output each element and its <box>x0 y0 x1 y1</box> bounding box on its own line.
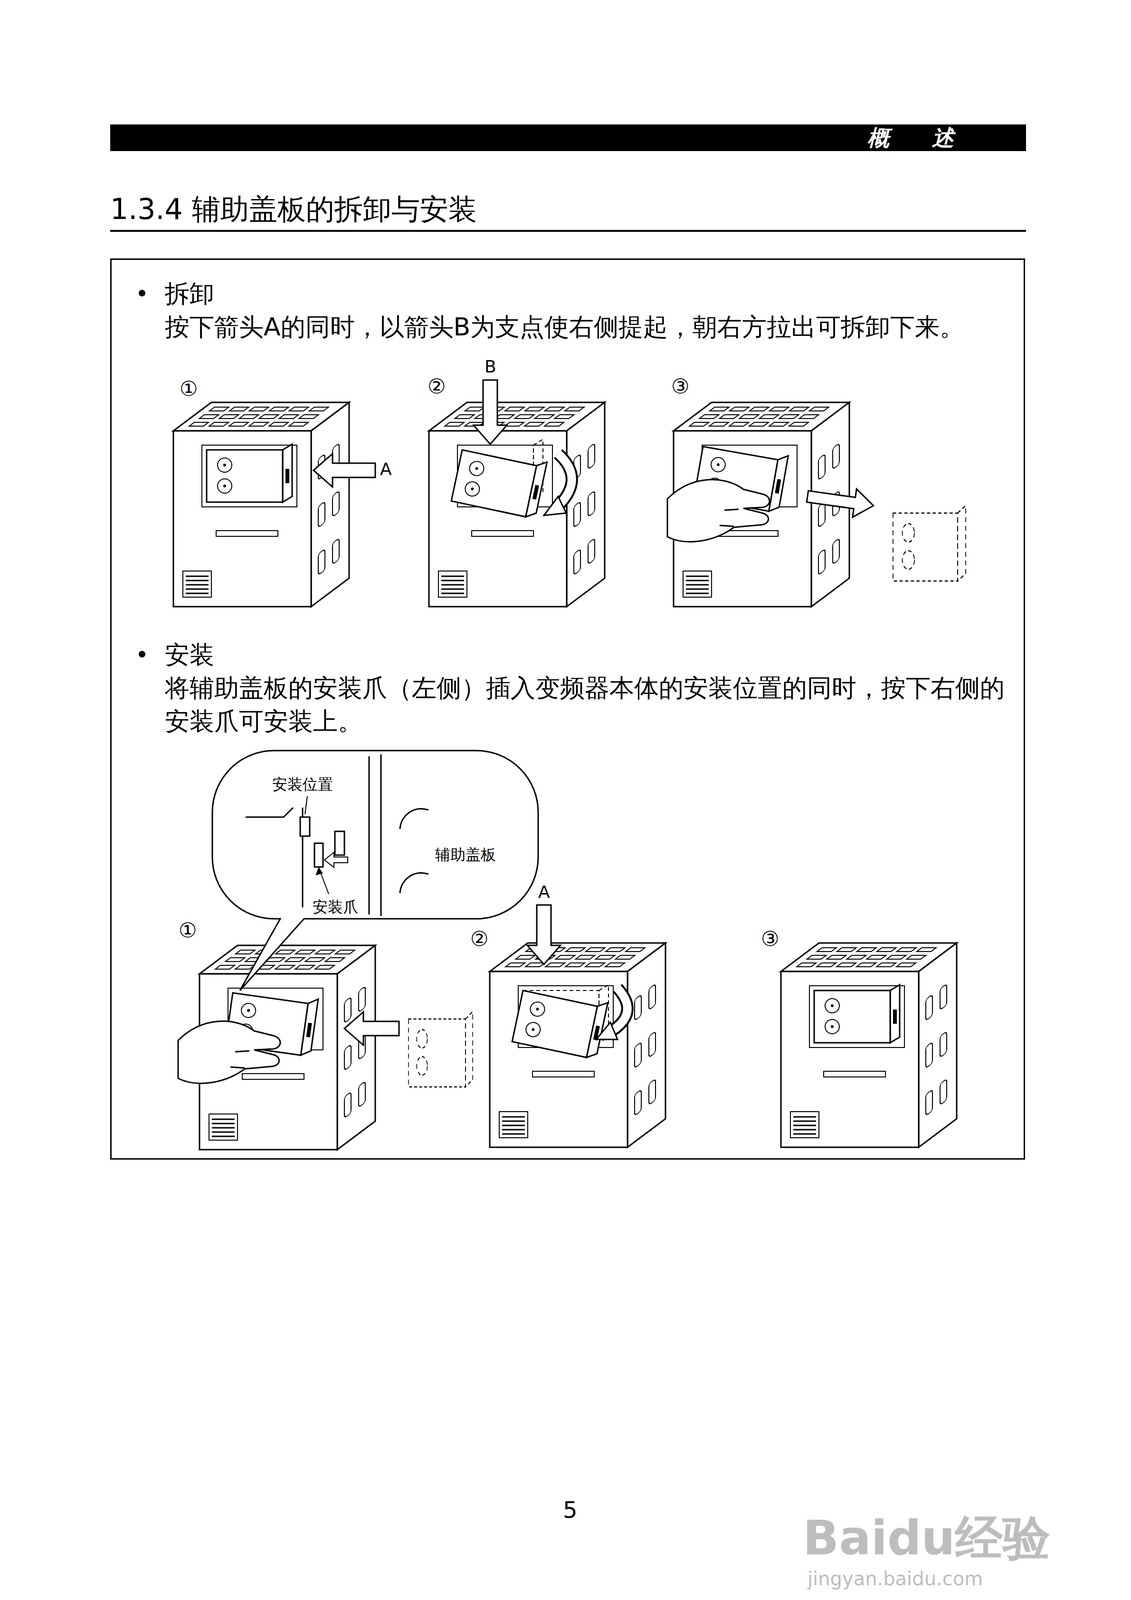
callout-bubble: 安装位置辅助盖板安装爪 <box>213 751 540 921</box>
page-number: 5 <box>562 1496 578 1523</box>
callout-number: ③ <box>760 927 780 950</box>
callout-number: ② <box>470 927 489 950</box>
bullet-heading: 拆卸 <box>164 276 215 311</box>
watermark: Baidu经验 <box>802 1510 1051 1566</box>
arrow-label: A <box>538 882 551 902</box>
content-frame: 拆卸按下箭头A的同时，以箭头B为支点使右侧提起，朝右方拉出可拆卸下来。安装将辅助… <box>110 258 1026 1160</box>
callout-number: ① <box>178 919 198 941</box>
callout-label: 安装爪 <box>312 897 359 917</box>
arrow-label: A <box>380 459 392 479</box>
bullet-dot <box>138 289 146 297</box>
callout-number: ① <box>179 377 199 400</box>
callout-label: 安装位置 <box>272 774 333 794</box>
callout-number: ② <box>427 375 447 398</box>
bullet-heading: 安装 <box>164 637 215 672</box>
title-rule <box>110 229 1027 232</box>
callout-label: 辅助盖板 <box>435 845 496 865</box>
instruction-text: 将辅助盖板的安装爪（左侧）插入变频器本体的安装位置的同时，按下右侧的 安装爪可安… <box>164 671 1011 738</box>
section-title: 1.3.4 辅助盖板的拆卸与安装 <box>110 191 477 227</box>
header-label: 概 述 <box>867 125 965 151</box>
instruction-text: 按下箭头A的同时，以箭头B为支点使右侧提起，朝右方拉出可拆卸下来。 <box>164 310 1011 344</box>
callout-number: ③ <box>671 375 690 398</box>
watermark: jingyan.baidu.com <box>807 1567 983 1590</box>
callout-bubble <box>212 750 539 991</box>
arrow-label: B <box>484 357 497 377</box>
bullet-dot <box>138 650 146 658</box>
